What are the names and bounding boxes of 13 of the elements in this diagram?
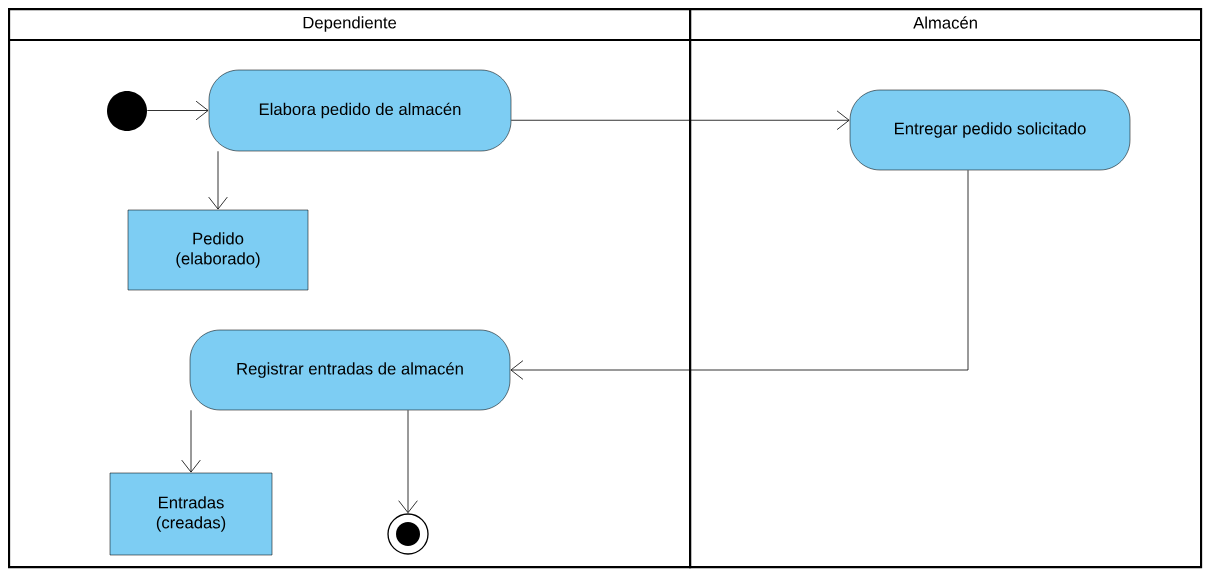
arrow <box>510 110 850 130</box>
action-box: Entregar pedido solicitado <box>849 89 1131 171</box>
arrow <box>398 409 418 514</box>
arrow <box>510 169 969 380</box>
action-box: Elabora pedido de almacén <box>208 69 512 152</box>
initial-node <box>107 91 147 131</box>
arrow <box>181 409 201 473</box>
object-box: Pedido (elaborado) <box>127 209 309 291</box>
arrow <box>208 150 228 210</box>
action-box: Registrar entradas de almacén <box>189 329 511 411</box>
arrow <box>146 100 209 121</box>
object-box: Entradas (creadas) <box>109 472 273 556</box>
final-node <box>387 513 429 555</box>
